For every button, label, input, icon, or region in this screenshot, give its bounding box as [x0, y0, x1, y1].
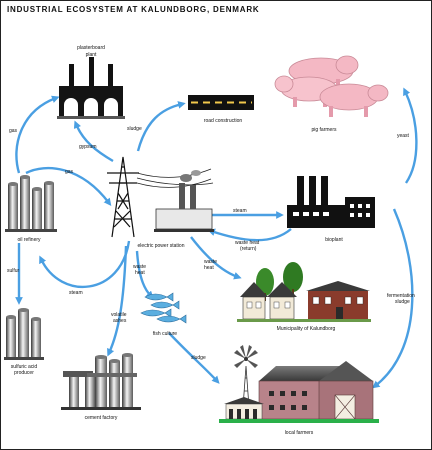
fish-culture-label: fish culture	[153, 331, 177, 337]
arrow-yeast	[403, 87, 418, 184]
flow-label-gypsum: gypsum	[79, 144, 97, 150]
bioplant-label: bioplant	[325, 237, 343, 243]
flow-label-waste-heat-return-2: (return)	[240, 246, 257, 252]
arrow-gas-refinery-power	[25, 166, 112, 207]
flow-label-fermentation-1: fermentation	[387, 293, 415, 299]
flow-label-waste-heat-muni-2: heat	[204, 265, 214, 271]
flow-label-volatile-1: volatile	[111, 312, 127, 318]
electric-power-station: electric power station	[107, 156, 214, 249]
flow-label-gas-mid: gas	[65, 169, 74, 175]
flow-label-gas-left: gas	[9, 128, 18, 134]
flow-arrows	[15, 87, 418, 389]
arrow-gypsum	[73, 120, 114, 163]
arrow-sludge-road	[136, 101, 186, 152]
arrow-sludge-farmers	[168, 332, 220, 384]
flow-labels: gas gas gypsum sludge yeast steam waste …	[7, 126, 415, 361]
local-farmers: local farmers	[219, 345, 379, 436]
cement-factory-label: cement factory	[85, 415, 118, 421]
arrow-waste-heat-municipality	[190, 236, 242, 280]
local-farmers-label: local farmers	[285, 430, 314, 436]
municipality-label: Municipality of Kalundborg	[277, 326, 336, 332]
flow-label-yeast: yeast	[397, 133, 410, 139]
oil-refinery: oil refinery	[5, 175, 57, 243]
flow-label-sulfur: sulfur	[7, 268, 20, 274]
power-station-label: electric power station	[138, 243, 185, 249]
road-construction: road construction	[188, 95, 254, 124]
arrow-fermentation-sludge	[371, 208, 414, 389]
arrow-volatile-ashes	[107, 245, 128, 357]
flow-label-steam-refinery: steam	[69, 290, 83, 296]
flow-label-waste-heat-fish-1: waste	[133, 264, 146, 270]
road-label: road construction	[204, 118, 243, 124]
flow-label-waste-heat-muni-1: waste	[204, 259, 217, 265]
arrow-gas-refinery-plasterboard	[15, 95, 60, 174]
cement-factory: cement factory	[61, 353, 141, 421]
bioplant: bioplant	[287, 176, 375, 243]
flow-label-waste-heat-fish-2: heat	[135, 270, 145, 276]
pig-farmers: pig farmers	[274, 55, 389, 133]
municipality-kalundborg: Municipality of Kalundborg	[237, 262, 371, 332]
fish-culture: fish culture	[140, 292, 187, 337]
pig-farmers-label: pig farmers	[311, 127, 337, 133]
flow-label-waste-heat-return-1: waste heat	[235, 240, 260, 246]
flow-label-fermentation-2: sludge	[395, 299, 410, 305]
flow-label-steam-bioplant: steam	[233, 208, 247, 214]
diagram-title: INDUSTRIAL ECOSYSTEM AT KALUNDBORG, DENM…	[7, 5, 259, 14]
oil-refinery-label: oil refinery	[17, 237, 41, 243]
arrow-waste-heat-return	[207, 228, 292, 242]
arrow-steam-refinery	[39, 240, 131, 289]
flow-label-sludge-farmers: sludge	[191, 355, 206, 361]
flow-label-volatile-2: ashes	[113, 318, 127, 324]
flow-label-sludge-road: sludge	[127, 126, 142, 132]
